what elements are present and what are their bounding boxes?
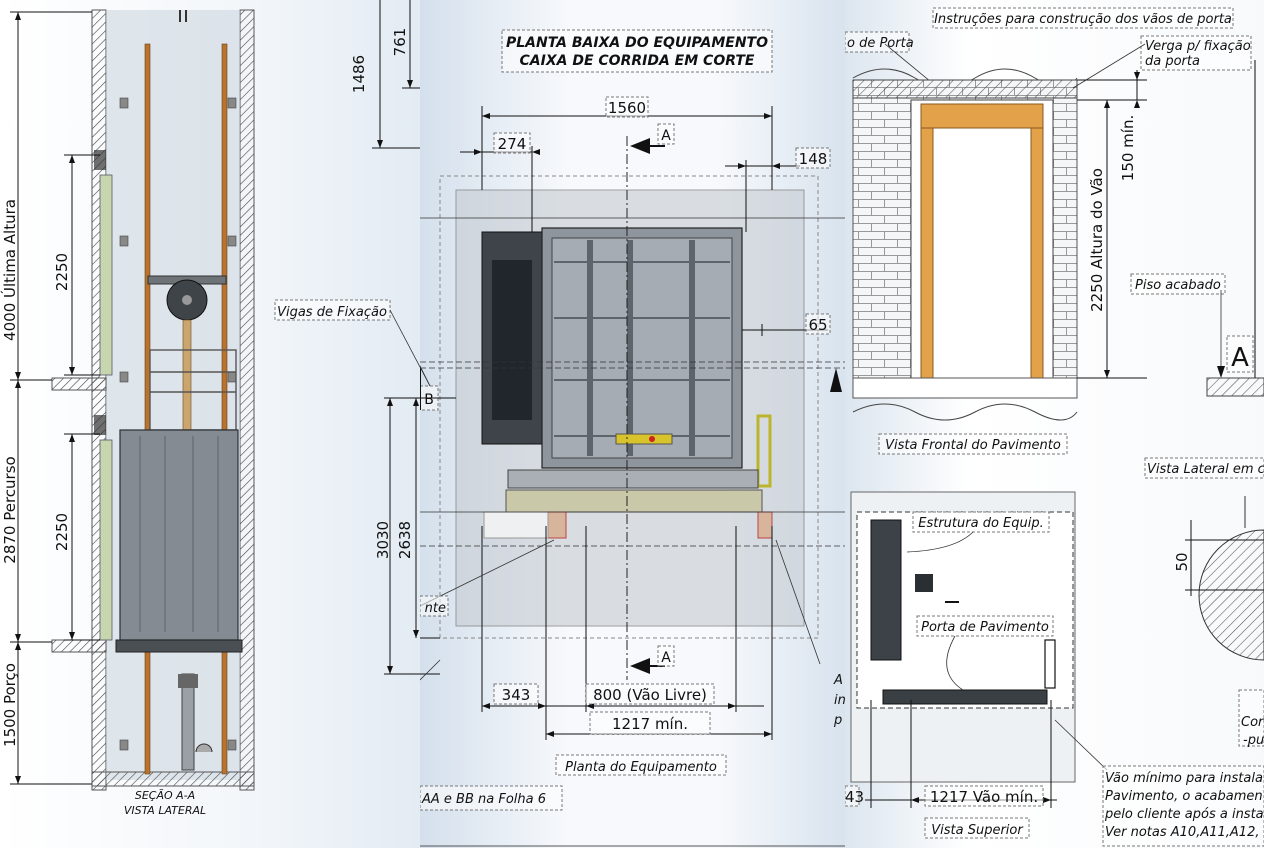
dim-1217-min: 1217 mín. [612,715,688,733]
note-line-1: Vão mínimo para instala [1105,771,1263,786]
dim-altura-vao: 2250 Altura do Vão [1088,168,1106,312]
caption-section: SEÇÃO A-A [135,789,195,802]
detail-circle [1198,529,1264,661]
dim-148: 148 [799,150,828,168]
section-aa-panel: 4000 Última Altura 2870 Percurso 1500 Po… [0,0,420,848]
label-verga-2: da porta [1145,54,1200,69]
label-vista-superior: Vista Superior [931,823,1024,838]
shaft-interior [106,10,240,780]
landing-door-lower [99,439,113,641]
shaft-wall-right [239,9,255,791]
plan-title-2: CAIXA DE CORRIDA EM CORTE [520,53,755,69]
label-porta-pavimento: Porta de Pavimento [921,620,1049,635]
section-aa-drawing: 4000 Última Altura 2870 Percurso 1500 Po… [0,9,255,817]
shaft-wall-left [91,9,107,791]
top-view-door [882,689,1048,705]
partial-dim-43: 43 [845,788,864,806]
partial-label-porta: o de Porta [847,36,914,51]
note-line-4: Ver notas A10,A11,A12, [1105,825,1259,840]
marker-a-side: A [1231,343,1249,373]
guide-rail-right [221,43,228,775]
label-instrucoes: Instruções para construção dos vãos de p… [934,12,1232,27]
guide-rail-left [144,43,151,775]
note-line-3: pelo cliente após a insta [1104,807,1264,822]
label-piso-acabado: Piso acabado [1135,278,1221,293]
plan-view-panel: PLANTA BAIXA DO EQUIPAMENTO CAIXA DE COR… [420,0,845,848]
elevator-car [119,429,239,641]
partial-label-right-3: p [833,713,842,728]
section-marker-a-top: A [661,128,671,144]
dim-274: 274 [498,135,527,153]
dim-65: 65 [808,316,827,334]
note-line-2: Pavimento, o acabamen [1105,789,1263,804]
label-verga-1: Verga p/ fixação [1145,39,1251,54]
top-view-structure [870,519,902,661]
dim-upper-2250: 2250 [53,253,71,291]
landing-upper [51,377,107,391]
dim-1560: 1560 [608,99,646,117]
caption-vista-lateral: VISTA LATERAL [124,804,206,817]
dim-343: 343 [502,686,531,704]
door-instructions-panel: Instruções para construção dos vãos de p… [845,0,1264,848]
pit-floor [91,771,255,787]
label-planta-equipamento: Planta do Equipamento [565,760,717,775]
dim-lower-2250: 2250 [53,513,71,551]
door-frame-right [1030,103,1044,381]
partial-cor: Cor [1241,715,1264,730]
dim-150-min: 150 mín. [1119,115,1137,181]
dim-ultima-altura: 4000 Última Altura [0,199,19,341]
section-marker-b-left: B [424,392,434,408]
door-frame-top [920,103,1044,129]
partial-label-nte: nte [425,601,446,616]
label-vista-lateral-partial: Vista Lateral em c [1147,462,1264,477]
label-vista-frontal: Vista Frontal do Pavimento [885,438,1061,453]
partial-label-right-2: in [834,693,845,708]
dim-vao-livre: 800 (Vão Livre) [593,686,707,704]
dim-percurso: 2870 Percurso [1,456,19,563]
section-marker-a-bottom: A [661,650,671,666]
partial-pu: -pu [1243,733,1264,748]
plan-title-1: PLANTA BAIXA DO EQUIPAMENTO [506,35,768,51]
left-dimension-lines [10,11,100,785]
landing-lower [51,639,107,653]
dim-vao-min: 1217 Vão mín. [930,788,1038,806]
plan-view-drawing: PLANTA BAIXA DO EQUIPAMENTO CAIXA DE COR… [420,29,845,847]
label-aa-bb: AA e BB na Folha 6 [421,792,546,807]
dim-porco: 1500 Porço [1,663,19,747]
label-estrutura: Estrutura do Equip. [918,516,1044,531]
door-frame-left [920,103,934,381]
landing-door-upper [99,174,113,376]
dim-50: 50 [1173,552,1191,571]
door-instructions-drawing: Instruções para construção dos vãos de p… [845,7,1264,847]
door-sill [505,489,763,513]
partial-label-right-1: A [833,673,843,688]
lintel [852,79,1078,99]
